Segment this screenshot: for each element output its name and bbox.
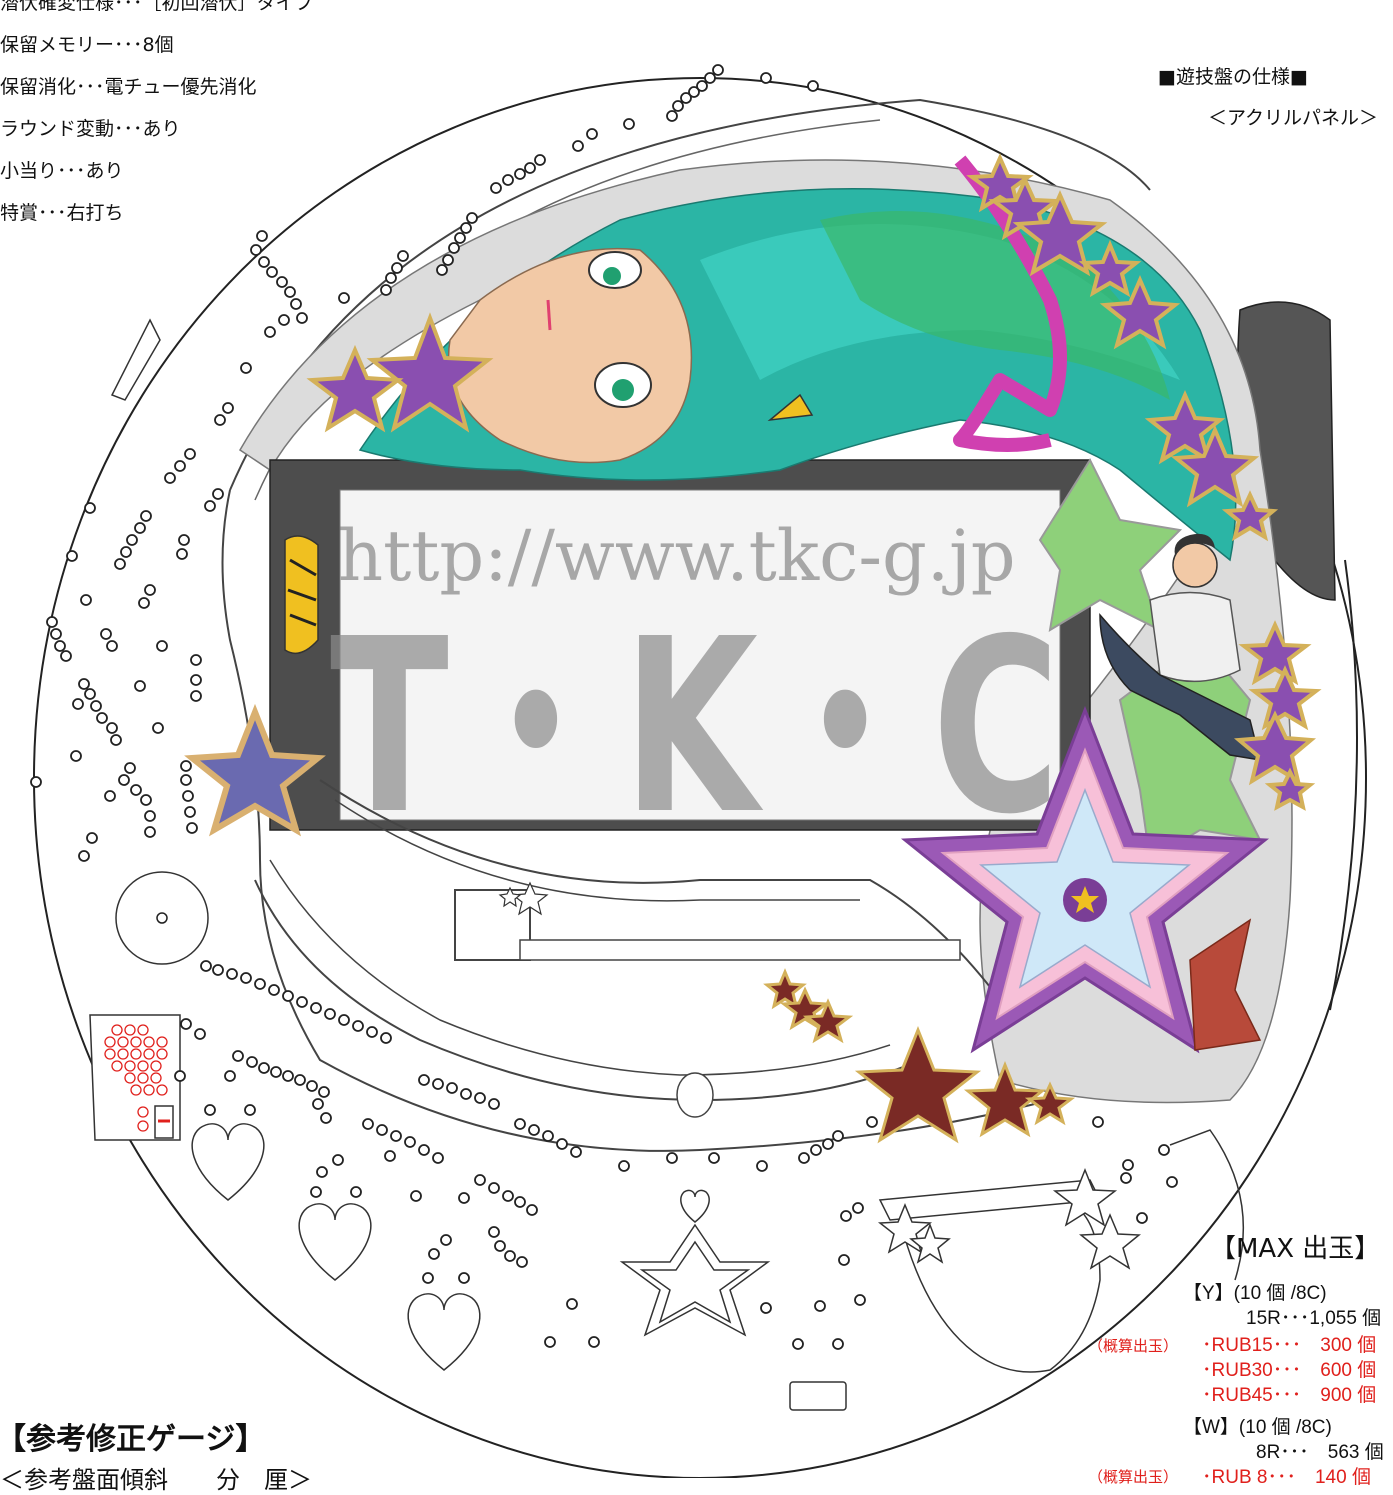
purple-star-6 (1078, 239, 1142, 298)
spec-item-2: 保留消化･･･電チュー優先消化 (0, 76, 257, 98)
spec-item-1: 保留メモリー･･･8個 (0, 34, 174, 56)
maroon-star-3 (1024, 1081, 1076, 1126)
max-w-header: 【W】(10 個 /8C) (1183, 1417, 1332, 1438)
eye-upper-iris (603, 267, 621, 285)
spec-item-3: ラウンド変動･･･あり (0, 118, 181, 140)
max-w-main: 8R･･･ 563 個 (1256, 1442, 1384, 1463)
maroon-star-2 (963, 1060, 1047, 1138)
lower-rail (254, 879, 921, 1102)
center-start-pocket (676, 1072, 714, 1118)
big-star (900, 705, 1270, 1054)
purple-star-7 (1099, 274, 1181, 350)
outline-star-3 (1052, 1167, 1118, 1227)
character-face (447, 247, 693, 464)
max-y-main: 15R･･･1,055 個 (1246, 1308, 1382, 1329)
outline-star-4 (1079, 1213, 1141, 1270)
max-payout-title: 【MAX 出玉】 (1210, 1234, 1381, 1264)
boy-head (1172, 542, 1218, 588)
watermark-url: http://www.tkc-g.jp (338, 515, 1016, 597)
right-bottom-decor (789, 1167, 1141, 1411)
pink-ribbon (953, 155, 1067, 452)
maroon-star-4 (763, 968, 807, 1010)
mouth (546, 299, 552, 331)
purple-star-5 (1012, 190, 1108, 277)
purple-star-11 (1238, 620, 1312, 686)
heart-1 (191, 1123, 265, 1201)
heart-2 (298, 1203, 372, 1281)
blue-star (184, 703, 326, 837)
purple-star-12 (1248, 665, 1322, 731)
purple-star-14 (1264, 767, 1316, 811)
right-side-rail (1169, 1129, 1245, 1281)
max-y-estimate-label: （概算出玉） (1088, 1338, 1179, 1355)
max-y-row-1: ･RUB30･･･ 600 個 (1202, 1360, 1377, 1381)
purple-star-2 (306, 344, 404, 433)
purple-star-3 (966, 153, 1034, 213)
guide-rail (229, 98, 1151, 491)
inner-rail-lower (221, 489, 1051, 1152)
boy-hair (1174, 533, 1215, 555)
bottom-center-star (619, 1223, 771, 1337)
lower-rail-2 (269, 859, 891, 1076)
purple-stars (306, 153, 1322, 811)
outline-star-2 (909, 1222, 951, 1264)
max-y-row-2: ･RUB45･･･ 900 個 (1202, 1385, 1377, 1406)
bottom-out-hole (789, 1381, 847, 1411)
left-windmill-hub (156, 912, 168, 924)
board-panel-label: ＜アクリルパネル＞ (1208, 107, 1379, 129)
stage-base (519, 939, 961, 961)
heart-3 (407, 1293, 481, 1371)
watermark-brand: T・K・C (330, 587, 1060, 867)
left-lever (110, 318, 161, 401)
red-wedge (1189, 918, 1262, 1051)
purple-star-10 (1221, 490, 1279, 542)
tiger-stripe-line (287, 558, 317, 627)
horn (767, 393, 814, 422)
max-y-header: 【Y】(10 個 /8C) (1183, 1283, 1327, 1304)
heart-small (680, 1189, 710, 1223)
board-outer-arc-right (1329, 559, 1358, 1011)
hair-green-streak (820, 211, 1170, 400)
spec-item-0: 潜伏確変仕様･･･［初回潜伏］タイプ (0, 0, 314, 14)
purple-star-9 (1170, 424, 1260, 508)
lcd-screen (339, 489, 1061, 821)
max-w-row-0: ･RUB 8･･･ 140 個 (1202, 1467, 1371, 1488)
spec-item-5: 特賞･･･右打ち (0, 202, 124, 224)
maroon-star-1 (854, 1025, 982, 1144)
purple-star-1 (366, 312, 494, 433)
maroon-star-6 (802, 998, 854, 1044)
purple-star-13 (1233, 710, 1317, 786)
boy-shirt (1149, 591, 1241, 683)
max-y-row-0: ･RUB15･･･ 300 個 (1202, 1335, 1377, 1356)
nail-pins (30, 64, 1178, 1350)
board-spec-title: ■遊技盤の仕様■ (1158, 66, 1308, 88)
attacker-red-dots (104, 1024, 168, 1132)
hearts (191, 1123, 710, 1371)
stage-lower-path-2 (334, 799, 860, 902)
spec-item-4: 小当り･･･あり (0, 160, 124, 182)
max-w-estimate-label: （概算出玉） (1088, 1469, 1179, 1486)
eye-lower-iris (612, 379, 634, 401)
stage-tray (454, 889, 531, 961)
stage-outline-stars (498, 881, 549, 916)
maroon-star-5 (779, 986, 831, 1031)
purple-star-8 (1144, 389, 1226, 465)
maroon-stars (763, 968, 1076, 1144)
gauge-title: 【参考修正ゲージ】 (0, 1422, 266, 1457)
